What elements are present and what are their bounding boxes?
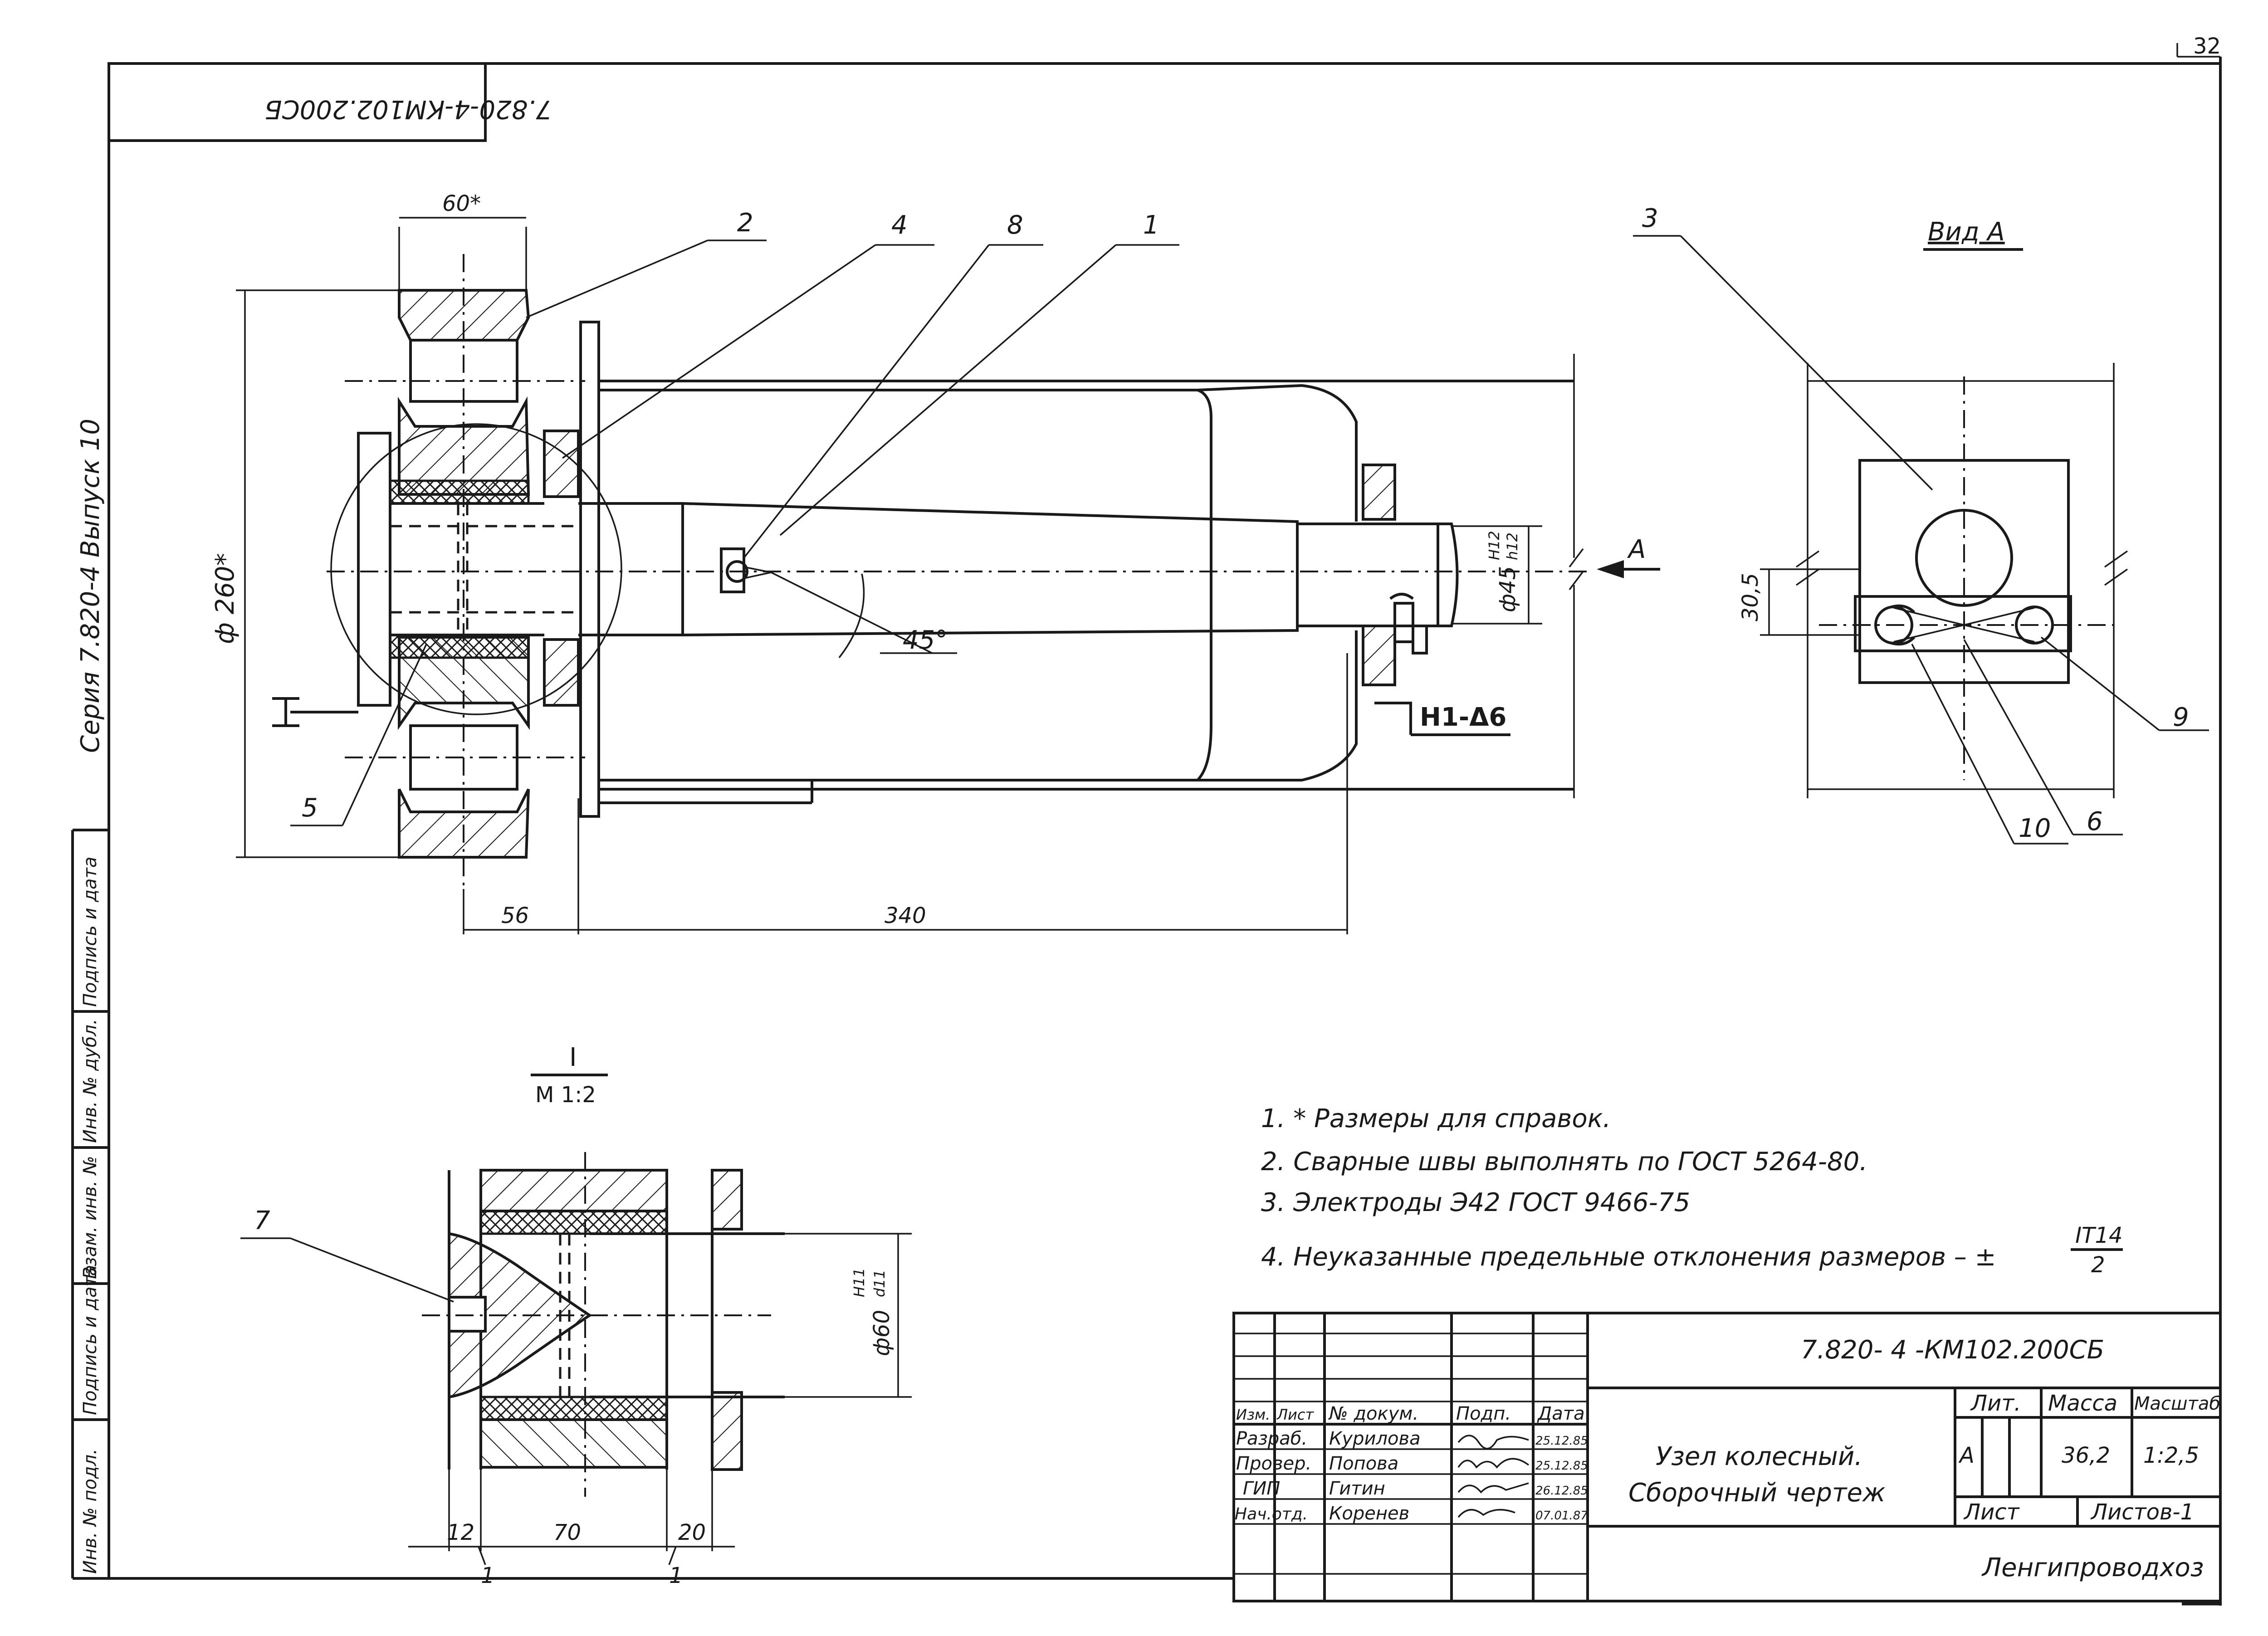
tb-role-1: Провер. [1236,1453,1311,1474]
tb-scale-label: Масштаб [2134,1393,2220,1414]
stamp-inv-podl: Инв. № подл. [80,1449,101,1574]
dim-45: ф45 [1495,566,1520,612]
tb-date-1: 25.12.85 [1535,1459,1588,1473]
tb-name-3: Коренев [1329,1503,1409,1524]
signatures [1457,1435,1530,1518]
tb-mass-label: Масса [2048,1391,2117,1416]
tb-sheets-label: Листов-1 [2090,1499,2194,1525]
weld-symbol: Н1-Δ6 [1420,703,1506,732]
tb-date-0: 25.12.85 [1535,1434,1588,1448]
series-label: Серия 7.820-4 Выпуск 10 [76,419,105,753]
tb-role-0: Разраб. [1236,1428,1307,1449]
dim-60: 60* [442,191,481,216]
tb-date-2: 26.12.85 [1535,1484,1588,1498]
notes: 1. * Размеры для справок. 2. Сварные швы… [1261,1104,2123,1278]
section-i: I М 1:2 ф60 H11 d11 12 7 [240,1043,912,1588]
dim-60-section: ф60 [869,1310,894,1356]
dim-1-right: 1 [669,1563,683,1588]
dim-12: 12 [447,1520,474,1545]
note-4: 4. Неуказанные предельные отклонения раз… [1261,1242,1996,1272]
main-dimensions: 60* ф 260* 56 340 ф45 H12 h12 45° Н1-Δ6 [210,191,1542,934]
tb-sheet-label: Лист [1963,1499,2020,1525]
corner-stamp-text: 7.820-4-КМ102.200СБ [264,94,552,124]
tb-title-2: Сборочный чертеж [1628,1478,1885,1508]
note-3: 3. Электроды Э42 ГОСТ 9466-75 [1261,1188,1690,1217]
dim-60-fit2: d11 [871,1270,888,1297]
tb-role-2: ГИП [1243,1478,1280,1499]
dim-30-5: 30,5 [1738,573,1763,621]
section-mark: I [569,1043,577,1072]
callout-5: 5 [302,793,318,823]
main-callouts: 2 4 8 1 5 [290,208,1179,826]
tb-h-list: Лист [1276,1406,1314,1423]
dim-45-fit2: h12 [1504,532,1521,560]
tb-organization: Ленгипроводхоз [1981,1553,2204,1582]
corner-stamp: 7.820-4-КМ102.200СБ [108,62,552,142]
tb-doc-code: 7.820- 4 -КМ102.200СБ [1801,1335,2104,1365]
note-1: 1. * Размеры для справок. [1261,1104,1611,1133]
tb-name-0: Курилова [1329,1428,1421,1449]
dim-20: 20 [678,1520,706,1545]
callout-7: 7 [254,1206,270,1236]
note-2: 2. Сварные швы выполнять по ГОСТ 5264-80… [1261,1147,1867,1177]
main-view: А [272,254,1660,889]
tb-name-1: Попова [1329,1453,1398,1474]
callout-6: 6 [2087,807,2103,836]
callout-2: 2 [737,208,753,238]
tb-role-3: Нач.отд. [1235,1505,1308,1524]
tb-h-date: Дата [1537,1403,1585,1424]
tb-mass-value: 36,2 [2062,1443,2110,1468]
dim-56: 56 [501,903,529,928]
stamp-sign-date-2: Подпись и дата [80,857,101,1007]
stamp-vzam-inv: Взам. инв. № [80,1156,101,1279]
dim-60-fit: H11 [850,1268,868,1297]
tb-h-izm: Изм. [1236,1406,1270,1423]
callout-8: 8 [1007,210,1023,240]
tb-scale-value: 1:2,5 [2143,1443,2199,1468]
dim-1-left: 1 [481,1563,495,1588]
callout-4: 4 [891,210,908,240]
tb-lit-value: А [1958,1443,1975,1468]
tb-lit-label: Лит. [1970,1391,2021,1416]
tb-h-doc: № докум. [1328,1403,1418,1424]
page-number: 32 [2193,34,2221,59]
left-stamp: Инв. № подл. Подпись и дата Взам. инв. №… [71,829,110,1578]
dim-70: 70 [553,1520,581,1545]
section-scale: М 1:2 [535,1082,596,1108]
title-block: Изм. Лист № докум. Подп. Дата Разраб. Ку… [1232,1312,2222,1602]
note-4-frac-den: 2 [2091,1252,2105,1278]
callout-1: 1 [1143,210,1159,240]
dim-angle-45: 45° [903,625,948,655]
view-a: Вид А 30,5 3 9 10 6 [1633,204,2209,845]
tb-name-2: Гитин [1329,1478,1385,1499]
tb-title-1: Узел колесный. [1656,1442,1862,1471]
dim-260: ф 260* [210,553,240,644]
arrow-a-label: А [1627,535,1646,564]
callout-3: 3 [1642,204,1658,233]
tb-h-sign: Подп. [1456,1403,1511,1424]
tb-date-3: 07.01.87 [1535,1509,1588,1523]
stamp-sign-date-1: Подпись и дата [80,1265,101,1415]
sheet-frame [73,43,2222,1606]
dim-45-fit: H12 [1486,531,1503,560]
callout-10: 10 [2019,814,2051,843]
callout-9: 9 [2173,703,2189,732]
stamp-inv-dubl: Инв. № дубл. [80,1019,101,1143]
note-4-frac-num: IT14 [2075,1223,2123,1248]
dim-340: 340 [885,903,926,928]
view-a-title: Вид А [1928,217,2005,247]
